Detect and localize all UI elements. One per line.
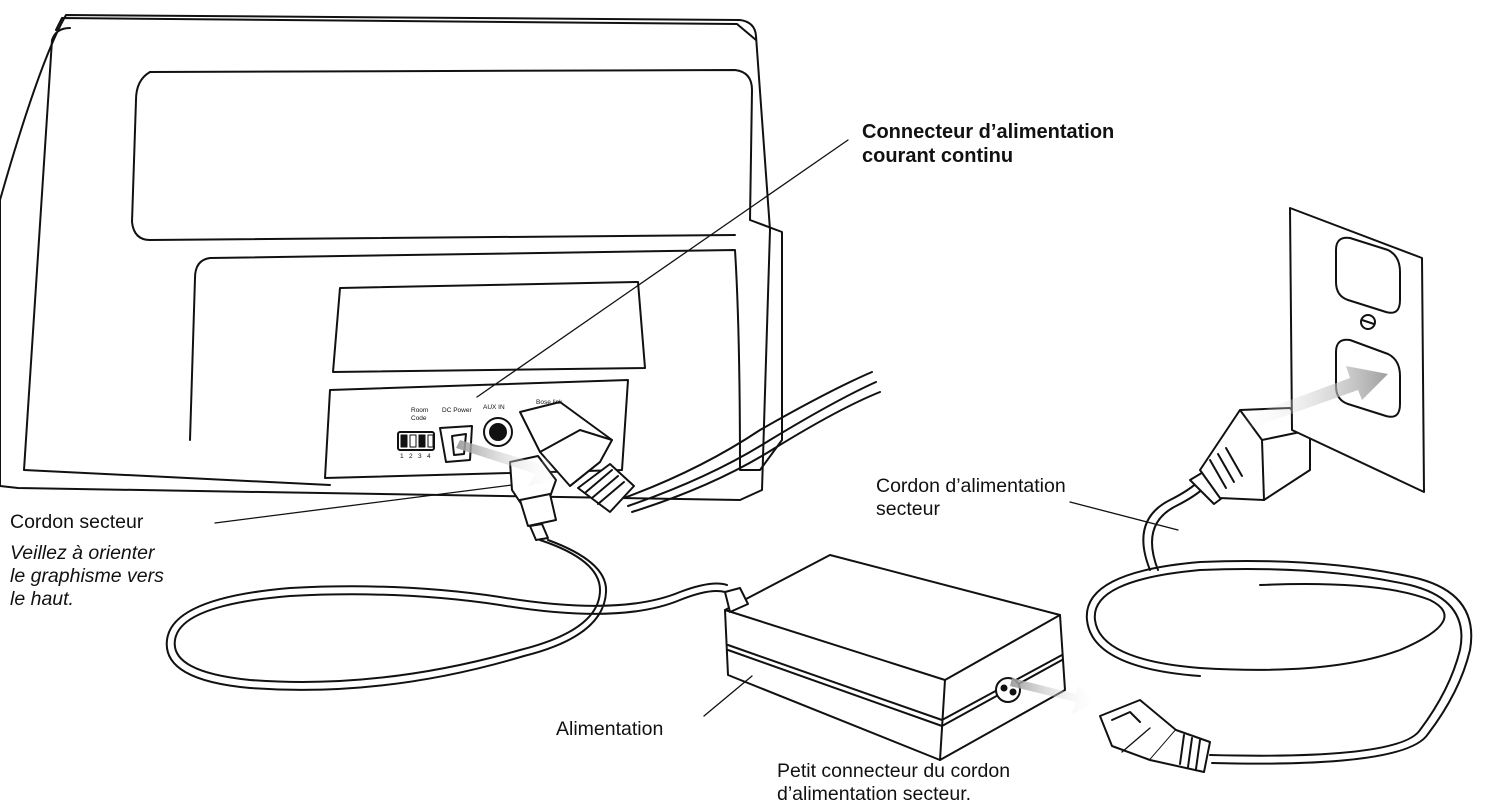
label-small-connector-line2: d’alimentation secteur.: [777, 783, 972, 805]
label-ac-power-cord-line2: secteur: [876, 498, 940, 520]
label-ac-power-cord: Cordon d’alimentation secteur: [876, 475, 1066, 521]
label-small-connector: Petit connecteur du cordon d’alimentatio…: [777, 760, 1010, 806]
label-ac-power-cord-line1: Cordon d’alimentation: [876, 475, 1066, 497]
label-dc-connector: Connecteur d’alimentation courant contin…: [862, 120, 1114, 168]
bose-link-plug: [519, 401, 635, 513]
note-line1: Veillez à orienter: [10, 542, 155, 564]
note-line3: le haut.: [10, 588, 74, 610]
small-iec-plug: [1099, 699, 1211, 773]
aux-in-label: AUX IN: [483, 404, 505, 411]
panel-print: Room Code 1 2 3 4 DC Power AUX IN Bose l…: [400, 399, 563, 460]
switch-number-4: 4: [427, 453, 431, 460]
label-power-supply: Alimentation: [556, 718, 664, 740]
aux-in-jack[interactable]: [483, 417, 513, 447]
leader-lines: [214, 139, 1179, 753]
switch-number-1: 1: [400, 453, 404, 460]
power-supply-brick: [724, 554, 1066, 761]
wall-outlet: [1289, 207, 1425, 493]
switch-number-2: 2: [409, 453, 413, 460]
ac-power-cord: [1093, 568, 1463, 757]
room-code-switch[interactable]: [397, 431, 435, 451]
note-line2: le graphisme vers: [10, 565, 164, 587]
bose-link-label: Bose link: [536, 399, 563, 406]
dc-power-label: DC Power: [442, 407, 472, 414]
label-small-connector-line1: Petit connecteur du cordon: [777, 760, 1011, 782]
switch-number-3: 3: [418, 453, 422, 460]
dc-cable: [173, 539, 726, 683]
label-mains-cord-adapter: Cordon secteur: [10, 511, 144, 533]
label-mains-cord-note: Veillez à orienter le graphisme vers le …: [10, 542, 210, 611]
speaker-unit: [0, 14, 881, 513]
room-code-label-1: Room: [411, 407, 428, 414]
label-dc-connector-line2: courant continu: [862, 145, 1014, 167]
wall-plug: [1189, 407, 1311, 505]
insertion-arrows: [456, 366, 1388, 714]
room-code-label-2: Code: [411, 415, 427, 422]
label-dc-connector-line1: Connecteur d’alimentation: [862, 121, 1115, 143]
